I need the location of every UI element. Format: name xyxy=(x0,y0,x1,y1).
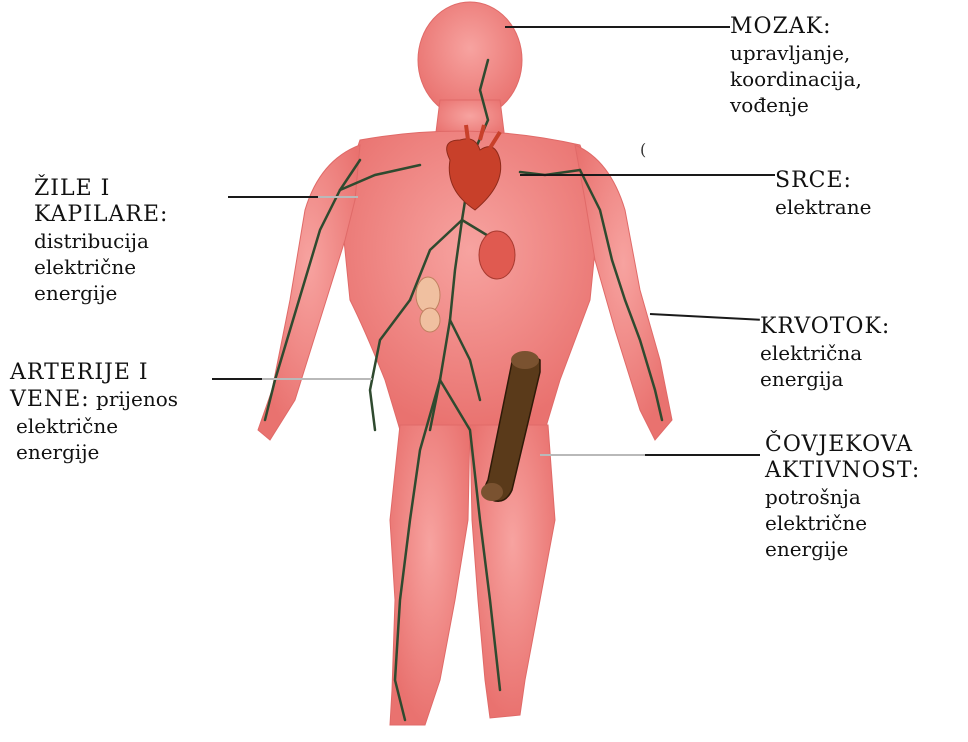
label-activity: ČOVJEKOVA AKTIVNOST: potrošnja električn… xyxy=(765,432,920,562)
arteries-pointer-line xyxy=(212,378,262,380)
label-arteries: ARTERIJE I VENE: prijenos električne ene… xyxy=(10,360,178,465)
label-vessels-line-3: energije xyxy=(34,280,168,306)
label-vessels: ŽILE I KAPILARE: distribucija električne… xyxy=(34,176,168,306)
label-vessels-title-2: KAPILARE: xyxy=(34,202,168,228)
heart-pointer-line xyxy=(520,174,775,176)
label-activity-title-1: ČOVJEKOVA xyxy=(765,432,920,458)
label-activity-line-3: energije xyxy=(765,536,920,562)
label-vessels-line-2: električne xyxy=(34,254,168,280)
label-vessels-line-1: distribucija xyxy=(34,228,168,254)
stray-mark: ( xyxy=(640,140,646,159)
label-arteries-title-2: VENE: xyxy=(10,387,90,412)
label-arteries-line-1: električne xyxy=(10,413,178,439)
label-activity-title-2: AKTIVNOST: xyxy=(765,458,920,484)
label-activity-line-1: potrošnja xyxy=(765,484,920,510)
activity-pointer-line xyxy=(645,454,760,456)
label-arteries-title-2-rest: prijenos xyxy=(90,387,178,411)
label-brain-line-2: koordinacija, xyxy=(730,66,862,92)
label-circulation-title: KRVOTOK: xyxy=(760,314,890,340)
body-silhouette xyxy=(258,2,672,725)
label-heart-title: SRCE: xyxy=(775,168,871,194)
label-brain-line-1: upravljanje, xyxy=(730,40,862,66)
label-arteries-line-2: energije xyxy=(10,439,178,465)
activity-pointer-line-grey xyxy=(540,454,645,456)
label-arteries-title-1: ARTERIJE I xyxy=(10,360,178,386)
label-brain-title: MOZAK: xyxy=(730,14,862,40)
label-circulation: KRVOTOK: električna energija xyxy=(760,314,890,392)
label-brain: MOZAK: upravljanje, koordinacija, vođenj… xyxy=(730,14,862,118)
label-brain-line-3: vođenje xyxy=(730,92,862,118)
label-circulation-line-2: energija xyxy=(760,366,890,392)
vessels-pointer-line xyxy=(228,196,318,198)
label-heart-line-1: elektrane xyxy=(775,194,871,220)
brain-pointer-line xyxy=(505,26,730,28)
vessels-pointer-line-grey xyxy=(318,196,358,198)
label-heart: SRCE: elektrane xyxy=(775,168,871,220)
arteries-pointer-line-grey xyxy=(262,378,372,380)
label-vessels-title-1: ŽILE I xyxy=(34,176,168,202)
label-circulation-line-1: električna xyxy=(760,340,890,366)
label-activity-line-2: električne xyxy=(765,510,920,536)
